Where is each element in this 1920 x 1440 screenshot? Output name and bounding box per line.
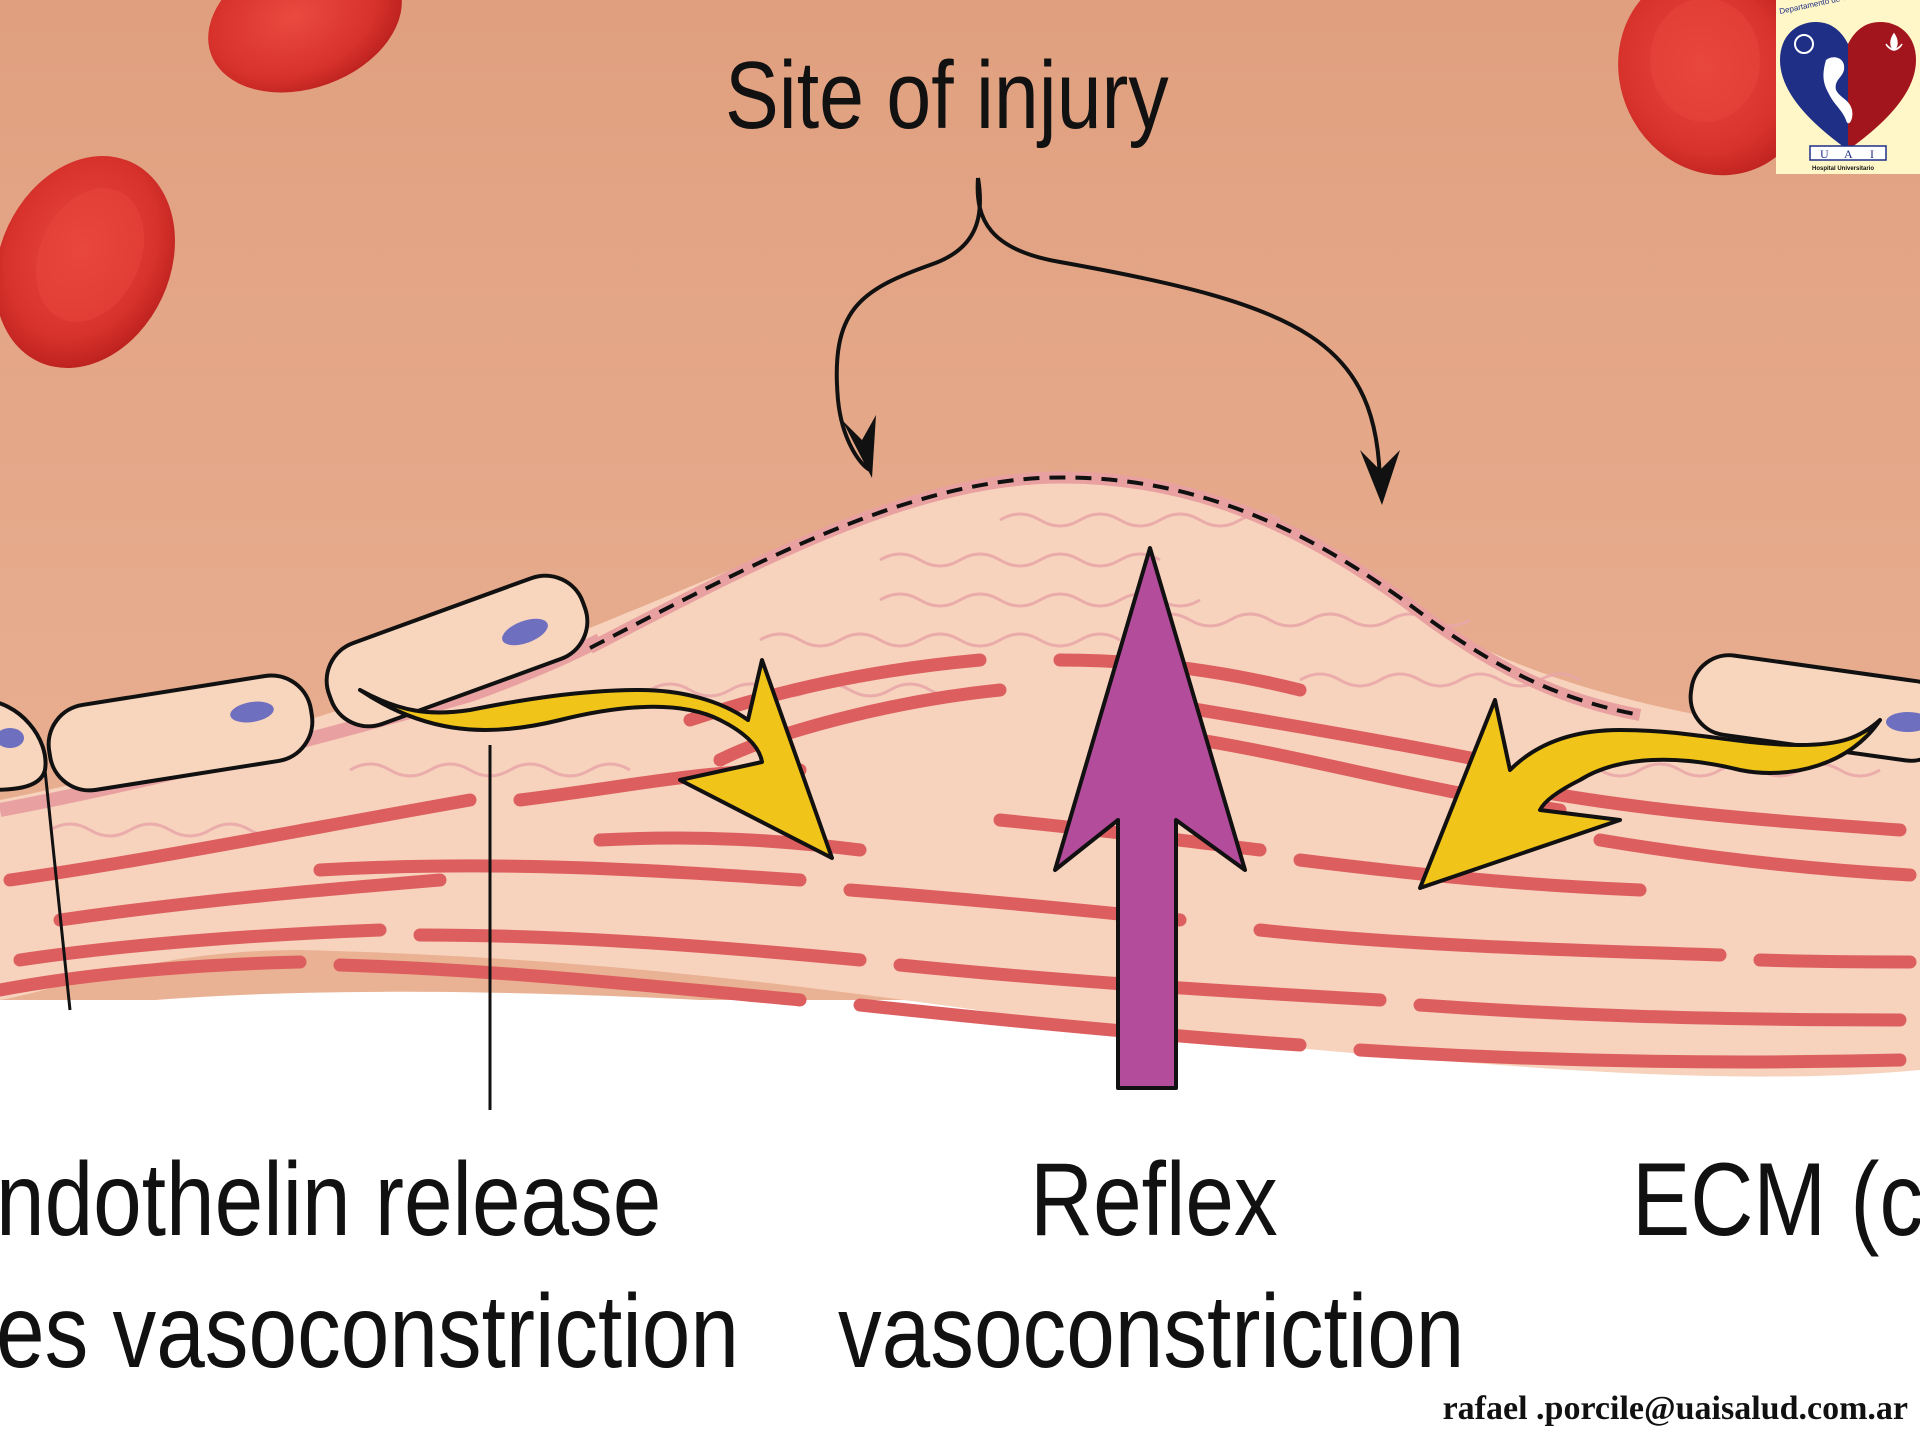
endothelin-label-line1: ndothelin release (0, 1148, 661, 1252)
uai-cardiology-logo: Departamento de Cardiología U A I Hospit… (1776, 0, 1920, 174)
heart-right-red (1848, 22, 1916, 150)
logo-letter-i: I (1870, 147, 1874, 161)
logo-ring-text: Departamento de Cardiología (1779, 0, 1884, 16)
logo-subtitle: Hospital Universitario (1812, 166, 1874, 172)
site-of-injury-label: Site of injury (725, 48, 1169, 144)
reflex-label-line2: vasoconstriction (838, 1280, 1464, 1384)
ecm-label: ECM (c (1632, 1148, 1920, 1252)
reflex-label-line1: Reflex (1030, 1148, 1278, 1252)
logo-letter-a: A (1844, 147, 1853, 161)
heart-left-blue (1780, 22, 1848, 150)
logo-letter-u: U (1820, 147, 1829, 161)
endothelin-label-line2: es vasoconstriction (0, 1280, 739, 1384)
author-email[interactable]: rafael .porcile@uaisalud.com.ar (1443, 1390, 1908, 1428)
